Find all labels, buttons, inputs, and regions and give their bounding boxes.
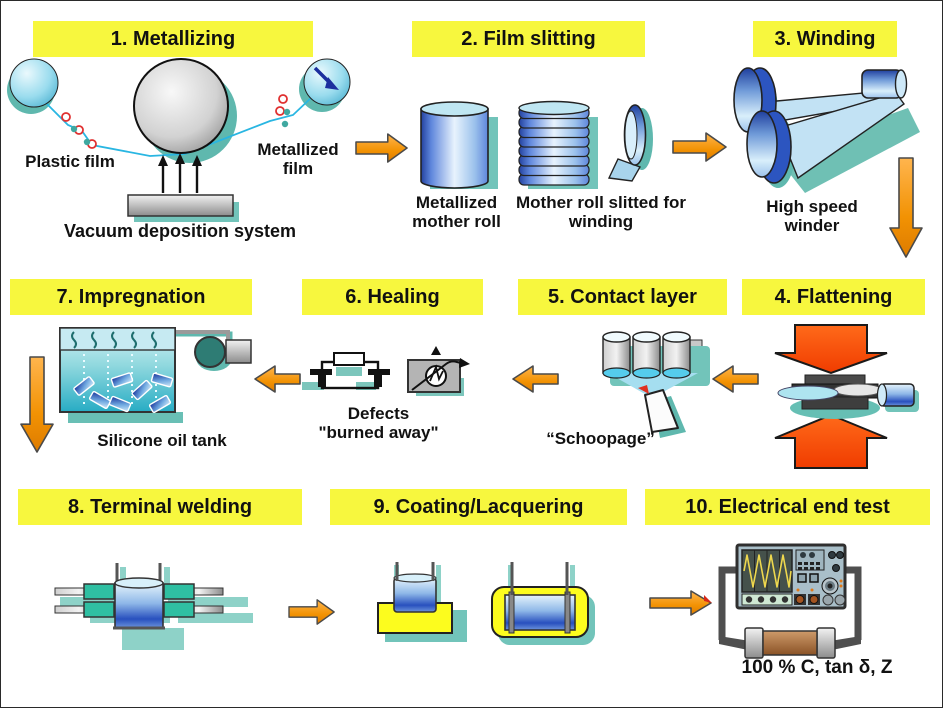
capacitor-chips bbox=[73, 372, 174, 414]
winder-core bbox=[861, 69, 908, 99]
winding-illustration bbox=[733, 67, 920, 193]
flow-arrow-1-to-2 bbox=[355, 133, 408, 163]
arrow-red-tip bbox=[704, 595, 712, 603]
vacuum-pump bbox=[194, 336, 252, 371]
flow-arrow-7-to-8 bbox=[20, 356, 54, 453]
test-result-caption: 100 % C, tan δ, Z bbox=[741, 657, 893, 678]
step-banner-7: 7. Impregnation bbox=[10, 279, 252, 315]
welding-electrodes bbox=[54, 583, 224, 618]
press-arrow-down bbox=[774, 324, 888, 375]
vacuum-pipe bbox=[173, 330, 230, 340]
healing-caption: Defects "burned away" bbox=[286, 404, 471, 442]
winder-shadow bbox=[775, 108, 920, 193]
step-banner-2: 2. Film slitting bbox=[412, 21, 645, 57]
round-winding bbox=[876, 383, 919, 412]
deposition-drum bbox=[133, 58, 229, 154]
flow-arrow-2-to-3 bbox=[672, 132, 727, 162]
mother-roll-caption: Metallized mother roll bbox=[412, 193, 501, 232]
spray-gun bbox=[638, 385, 686, 438]
vapor-dots bbox=[61, 94, 291, 149]
terminal-welding-illustration bbox=[54, 563, 253, 650]
winding-row bbox=[602, 331, 691, 379]
vapor-squiggles bbox=[71, 331, 157, 349]
step-banner-4: 4. Flattening bbox=[742, 279, 925, 315]
spray-beam bbox=[608, 373, 698, 398]
film-slitting-illustration bbox=[420, 100, 653, 189]
oil-tank-caption: Silicone oil tank bbox=[97, 431, 227, 450]
knob-strip bbox=[741, 593, 793, 606]
metallizing-illustration bbox=[7, 58, 351, 222]
dip-coating-icon bbox=[377, 562, 467, 642]
lacquered-capacitor-icon bbox=[491, 562, 595, 645]
supply-reel-2 bbox=[746, 110, 792, 184]
step-banner-6: 6. Healing bbox=[302, 279, 483, 315]
schoopage-caption: “Schoopage” bbox=[546, 429, 655, 448]
evaporation-arrows bbox=[158, 153, 202, 193]
lead-tip-left bbox=[719, 636, 750, 650]
end-test-illustration bbox=[718, 543, 862, 659]
step-banner-5: 5. Contact layer bbox=[518, 279, 727, 315]
healing-circuit bbox=[302, 352, 390, 390]
self-healing-meter bbox=[407, 346, 470, 396]
test-instrument bbox=[735, 543, 847, 610]
test-leads bbox=[718, 566, 862, 640]
sine-wave-trace bbox=[743, 554, 792, 588]
flattened-winding bbox=[777, 374, 883, 419]
winder-caption: High speed winder bbox=[766, 197, 858, 236]
step-banner-3: 3. Winding bbox=[753, 21, 897, 57]
press-arrow-up bbox=[774, 413, 888, 469]
lead-tip-right bbox=[830, 636, 861, 650]
evaporation-source-boat bbox=[127, 194, 234, 217]
impregnation-illustration bbox=[59, 327, 252, 423]
plastic-film-roll bbox=[9, 58, 59, 108]
oil-tank bbox=[59, 327, 176, 414]
flow-arrow-4-to-5 bbox=[712, 365, 759, 393]
contact-layer-illustration bbox=[602, 331, 710, 438]
step-banner-9: 9. Coating/Lacquering bbox=[330, 489, 627, 525]
flow-arrow-8-to-9 bbox=[288, 599, 335, 625]
tank-shadow bbox=[68, 412, 183, 423]
flow-arrow-5-to-6 bbox=[512, 365, 559, 393]
flow-arrow-6-to-7 bbox=[254, 365, 301, 393]
capacitor-under-test bbox=[744, 627, 836, 659]
step-banner-1: 1. Metallizing bbox=[33, 21, 313, 57]
coating-illustration bbox=[377, 562, 595, 645]
vacuum-system-caption: Vacuum deposition system bbox=[63, 221, 297, 241]
slitted-mother-roll-icon bbox=[518, 100, 590, 186]
healing-caption-line2: "burned away" bbox=[318, 423, 439, 443]
film-band-lower bbox=[777, 92, 905, 180]
healing-caption-line1: Defects bbox=[347, 404, 410, 423]
flow-arrow-3-to-4 bbox=[889, 157, 923, 258]
healing-illustration bbox=[302, 346, 470, 396]
plastic-film-caption: Plastic film bbox=[25, 152, 115, 171]
flow-arrow-9-to-10 bbox=[649, 590, 712, 616]
metallized-mother-roll-icon bbox=[420, 101, 489, 189]
capacitor-winding bbox=[113, 577, 165, 630]
step-banner-10: 10. Electrical end test bbox=[645, 489, 930, 525]
slitted-roll-caption: Mother roll slitted for winding bbox=[516, 193, 686, 232]
flattening-illustration bbox=[774, 324, 919, 469]
metallized-film-caption: Metallized film bbox=[257, 140, 339, 179]
slit-reel-icon bbox=[607, 104, 653, 182]
step-banner-8: 8. Terminal welding bbox=[18, 489, 302, 525]
big-knob bbox=[821, 577, 839, 595]
winding-direction-arrow bbox=[313, 66, 339, 90]
